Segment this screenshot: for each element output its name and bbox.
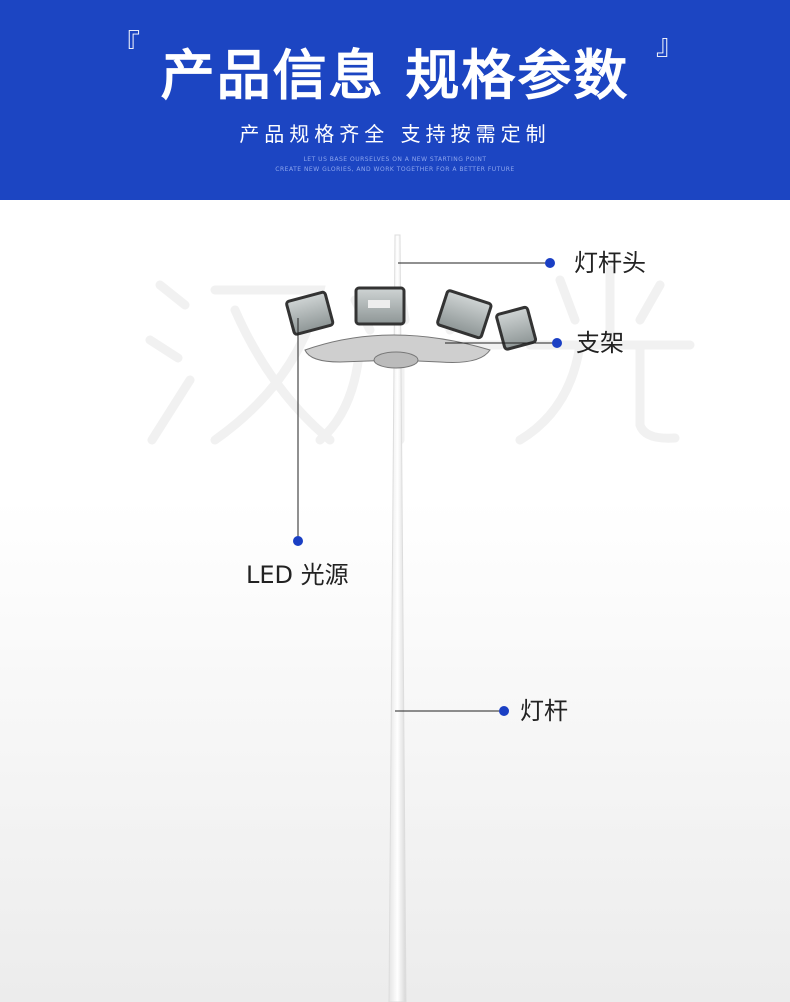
bracket-right: 』 xyxy=(656,28,685,61)
floodlight xyxy=(285,290,335,336)
page-title: 产品信息 规格参数 xyxy=(160,44,630,107)
label-pole-head: 灯杆头 xyxy=(574,249,646,277)
label-bracket: 支架 xyxy=(576,329,624,357)
label-led-source: LED 光源 xyxy=(246,561,349,589)
header-banner: 『 』 产品信息 规格参数 产品规格齐全 支持按需定制 LET US BASE … xyxy=(0,0,790,200)
english-tagline-2: CREATE NEW GLORIES, AND WORK TOGETHER FO… xyxy=(275,166,515,173)
pole-shaft xyxy=(388,234,407,1002)
page-subtitle: 产品规格齐全 支持按需定制 xyxy=(239,122,551,146)
callout-dot xyxy=(552,338,562,348)
floodlight xyxy=(354,286,406,326)
bracket-ring xyxy=(304,334,491,363)
callout-dot xyxy=(545,258,555,268)
bracket-left: 『 xyxy=(112,28,141,61)
floodlight xyxy=(495,305,538,351)
label-pole: 灯杆 xyxy=(520,697,568,725)
english-tagline-1: LET US BASE OURSELVES ON A NEW STARTING … xyxy=(303,156,487,163)
callout-dot xyxy=(293,536,303,546)
floodlight xyxy=(436,289,493,340)
callout-dot xyxy=(499,706,509,716)
